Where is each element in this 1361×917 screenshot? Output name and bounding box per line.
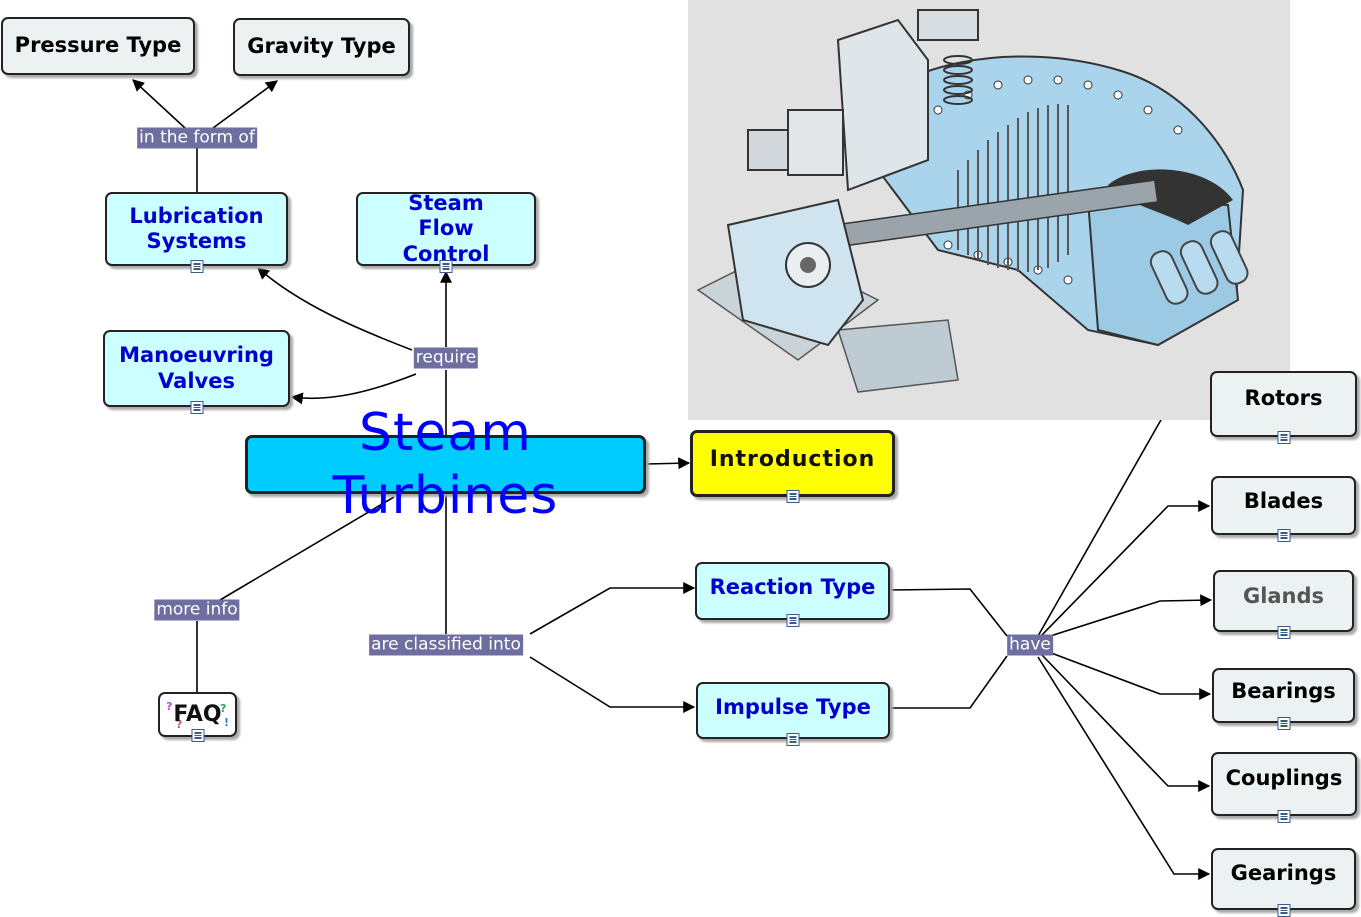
pressure-type-node[interactable]: Pressure Type <box>1 17 195 75</box>
steam-turbines-label: Steam Turbines <box>332 403 559 526</box>
faq-node[interactable]: ? ? ? ! FAQ <box>158 692 237 742</box>
steam-flow-control-node[interactable]: Steam Flow Control <box>356 191 536 273</box>
impulse-type-node[interactable]: Impulse Type <box>696 682 890 746</box>
reaction-type-node[interactable]: Reaction Type <box>695 562 890 627</box>
document-icon[interactable] <box>786 733 800 746</box>
document-icon[interactable] <box>786 614 799 627</box>
steam-flow-control-label: Steam Flow Control <box>402 191 490 266</box>
gearings-label: Gearings <box>1230 861 1337 886</box>
steam-turbine-image <box>688 0 1290 420</box>
document-icon[interactable] <box>190 260 203 273</box>
bearings-node[interactable]: Bearings <box>1212 668 1355 730</box>
gravity-type-node[interactable]: Gravity Type <box>233 18 410 76</box>
link-label-have: have <box>1007 634 1053 656</box>
glands-label: Glands <box>1242 584 1325 609</box>
document-icon[interactable] <box>439 260 453 273</box>
link-label-require: require <box>413 347 479 369</box>
document-icon[interactable] <box>1277 529 1290 542</box>
document-icon[interactable] <box>1277 626 1290 639</box>
glands-node[interactable]: Glands <box>1213 570 1354 639</box>
impulse-type-label: Impulse Type <box>715 694 871 719</box>
introduction-label: Introduction <box>709 447 876 473</box>
steam-turbines-node[interactable]: Steam Turbines <box>245 403 646 526</box>
faq-label: FAQ <box>173 702 222 727</box>
introduction-node[interactable]: Introduction <box>690 430 895 503</box>
reaction-type-label: Reaction Type <box>709 575 876 600</box>
rotors-label: Rotors <box>1244 386 1323 411</box>
manoeuvring-valves-label: Manoeuvring Valves <box>119 343 274 393</box>
lubrication-systems-node[interactable]: Lubrication Systems <box>105 192 288 273</box>
manoeuvring-valves-node[interactable]: Manoeuvring Valves <box>103 330 290 414</box>
blades-node[interactable]: Blades <box>1211 476 1356 542</box>
couplings-label: Couplings <box>1225 766 1343 791</box>
gearings-node[interactable]: Gearings <box>1211 848 1356 917</box>
link-label-are-classified-into: are classified into <box>369 634 523 656</box>
blades-label: Blades <box>1243 488 1324 513</box>
document-icon[interactable] <box>190 401 203 414</box>
pressure-type-label: Pressure Type <box>14 33 182 58</box>
document-icon[interactable] <box>1277 431 1290 444</box>
document-icon[interactable] <box>786 490 799 503</box>
link-label-in-the-form-of: in the form of <box>137 127 257 149</box>
bearings-label: Bearings <box>1231 678 1336 703</box>
document-icon[interactable] <box>191 729 204 742</box>
rotors-node[interactable]: Rotors <box>1210 371 1357 444</box>
link-label-more-info: more info <box>154 599 240 621</box>
lubrication-systems-label: Lubrication Systems <box>129 203 264 253</box>
gravity-type-label: Gravity Type <box>247 34 396 59</box>
document-icon[interactable] <box>1277 904 1290 917</box>
couplings-node[interactable]: Couplings <box>1211 752 1357 823</box>
document-icon[interactable] <box>1277 810 1291 823</box>
document-icon[interactable] <box>1277 717 1290 730</box>
